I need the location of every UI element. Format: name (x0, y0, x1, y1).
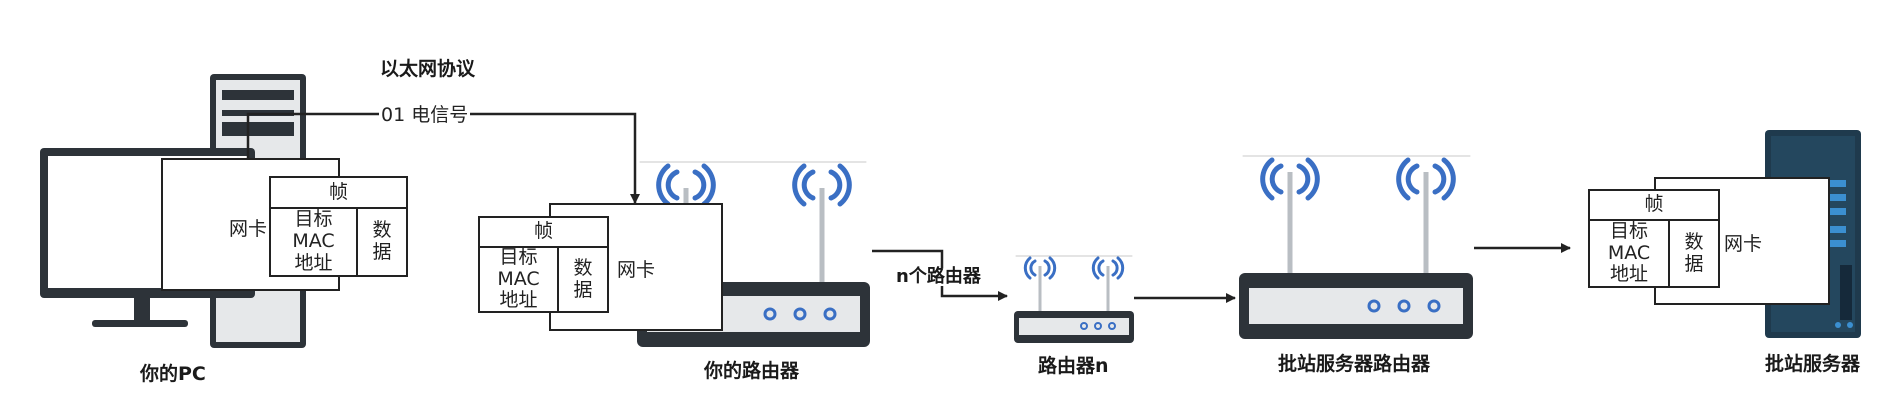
router-label: 你的路由器 (704, 360, 800, 382)
frame-mac-cell: 目标 MAC 地址 (1590, 220, 1670, 286)
frame-data-cell: 数 据 (573, 256, 593, 301)
router-n-label: 路由器n (1038, 355, 1109, 377)
server-router-icon (1239, 172, 1473, 339)
frame-server: 帧 目标 MAC 地址 数 据 (1588, 189, 1720, 288)
hop-label: n个路由器 (896, 266, 981, 287)
frame-data-cell: 数 据 (1684, 230, 1704, 275)
router-n-icon (1014, 266, 1134, 343)
frame-mac-cell: 目标 MAC 地址 (271, 208, 358, 275)
nic-label: 网卡 (229, 218, 268, 240)
nic-label: 网卡 (617, 259, 656, 281)
frame-mac-cell: 目标 MAC 地址 (480, 246, 559, 311)
protocol-title: 以太网协议 (380, 58, 476, 80)
frame-header: 帧 (271, 178, 406, 209)
frame-data-cell: 数 据 (372, 219, 392, 263)
router-signal-icon (639, 161, 867, 207)
frame-header: 帧 (1590, 191, 1718, 221)
nic-label: 网卡 (1724, 233, 1763, 255)
server-router-label: 批站服务器路由器 (1278, 353, 1431, 375)
server-label: 批站服务器 (1765, 353, 1861, 375)
pc-label: 你的PC (140, 363, 206, 385)
signal-label: 01 电信号 (379, 104, 471, 126)
frame-pc: 帧 目标 MAC 地址 数 据 (269, 176, 408, 277)
server-router-signal-icon (1242, 155, 1471, 201)
router-n-signal-icon (1015, 255, 1133, 280)
frame-router: 帧 目标 MAC 地址 数 据 (478, 216, 609, 313)
frame-header: 帧 (480, 218, 607, 248)
